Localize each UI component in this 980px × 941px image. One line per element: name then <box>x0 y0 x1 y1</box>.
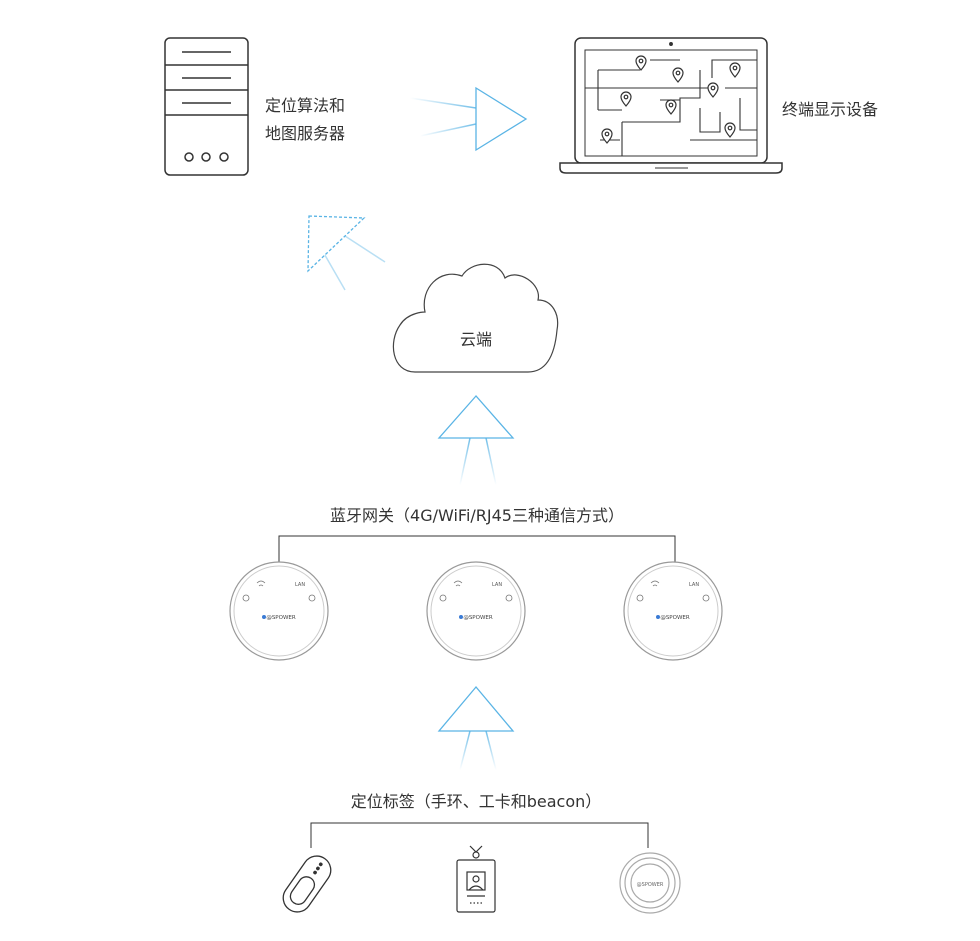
terminal-label: 终端显示设备 <box>782 100 879 119</box>
gateway-port-label: LAN <box>295 582 305 588</box>
server-label: 定位算法和 地图服务器 <box>265 92 345 148</box>
wristband-icon <box>282 855 332 913</box>
beacon-icon: @SPOWER <box>619 852 681 914</box>
cloud-label: 云端 <box>459 330 492 349</box>
beacon-brand: @SPOWER <box>637 882 664 888</box>
gateway-port-label: LAN <box>492 582 502 588</box>
arrow-to-terminal <box>409 86 528 152</box>
gateway-label: 蓝牙网关（4G/WiFi/RJ45三种通信方式） <box>330 506 624 525</box>
gateway-port-label: LAN <box>689 582 699 588</box>
work-card-icon <box>456 845 496 913</box>
arrow-to-cloud <box>437 395 515 486</box>
gateway-brand: @SPOWER <box>463 615 493 621</box>
gateway-brand: @SPOWER <box>660 615 690 621</box>
server-icon <box>164 37 249 176</box>
laptop-map-icon <box>559 37 783 174</box>
tag-label: 定位标签（手环、工卡和beacon） <box>350 792 602 811</box>
arrow-to-server <box>307 215 386 291</box>
gateway-bracket <box>278 535 676 562</box>
arrow-to-gateways <box>437 685 515 771</box>
server-label-line1: 定位算法和 <box>265 96 346 115</box>
server-label-line2: 地图服务器 <box>265 124 346 143</box>
cloud-icon <box>392 263 559 373</box>
bluetooth-gateway-icon: LAN @SPOWER <box>229 561 329 661</box>
bluetooth-gateway-icon: LAN @SPOWER <box>426 561 526 661</box>
gateway-brand: @SPOWER <box>266 615 296 621</box>
bluetooth-gateway-icon: LAN @SPOWER <box>623 561 723 661</box>
tag-bracket <box>310 822 649 848</box>
